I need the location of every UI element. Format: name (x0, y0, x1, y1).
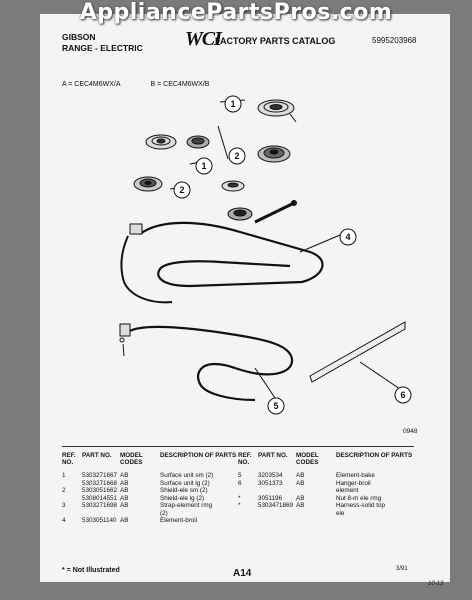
header-desc-right: DESCRIPTION OF PARTS (336, 452, 413, 459)
header-part-right: PART NO. (258, 452, 288, 459)
product-line: RANGE - ELECTRIC (62, 43, 143, 53)
parts-table: REF. NO. PART NO. MODEL CODES DESCRIPTIO… (62, 452, 414, 525)
watermark: AppliancePartsPros.com (79, 0, 393, 25)
catalog-title: FACTORY PARTS CATALOG (215, 36, 336, 46)
catalog-number: 5995203968 (372, 36, 417, 45)
callout-4: 4 (345, 232, 350, 242)
callout-1-top: 1 (230, 99, 235, 109)
brand-block: GIBSON RANGE - ELECTRIC (62, 32, 143, 54)
table-header-row: REF. NO. PART NO. MODEL CODES DESCRIPTIO… (62, 452, 414, 466)
shield-element-small (186, 135, 210, 149)
surface-unit-left (133, 176, 163, 192)
header-part: PART NO. (82, 452, 112, 459)
callout-1-lower: 1 (201, 161, 206, 171)
wci-logo: WCI (185, 28, 222, 50)
page-number: A14 (233, 568, 252, 579)
callout-2-top: 2 (234, 151, 239, 161)
shield-element-large (257, 145, 291, 163)
surface-unit-small (145, 134, 177, 150)
header-model: MODEL CODES (120, 452, 143, 466)
model-b: B = CEC4M6WX/B (150, 81, 210, 88)
model-legend: A = CEC4M6WX/A B = CEC4M6WX/B (62, 81, 237, 88)
header-ref: REF. NO. (62, 452, 76, 466)
exploded-parts-diagram: 1 2 1 2 4 5 6 (119, 95, 412, 415)
table-row: (2) ele (160, 509, 345, 517)
handwritten-note: 10-13 (428, 581, 444, 587)
surface-unit-center (221, 180, 245, 192)
callout-5: 5 (273, 401, 278, 411)
shield-element-center (227, 207, 253, 221)
surface-unit-large (257, 99, 297, 123)
header-ref-right: REF. NO. (238, 452, 252, 466)
hanger-broil-element (309, 321, 406, 383)
bake-element (127, 325, 294, 402)
callout-6: 6 (400, 390, 405, 400)
figure-number: 0948 (403, 428, 418, 435)
model-a: A = CEC4M6WX/A (62, 81, 121, 88)
revision-date: 3/91 (396, 566, 408, 572)
broil-element (139, 221, 324, 288)
table-top-rule (62, 446, 414, 447)
footnote: * = Not Illustrated (62, 567, 120, 574)
header-desc: DESCRIPTION OF PARTS (160, 452, 237, 459)
catalog-page (40, 14, 450, 582)
brand-name: GIBSON (62, 32, 96, 42)
callout-2-lower: 2 (179, 185, 184, 195)
header-model-right: MODEL CODES (296, 452, 319, 466)
strap-element-ring (254, 200, 297, 224)
